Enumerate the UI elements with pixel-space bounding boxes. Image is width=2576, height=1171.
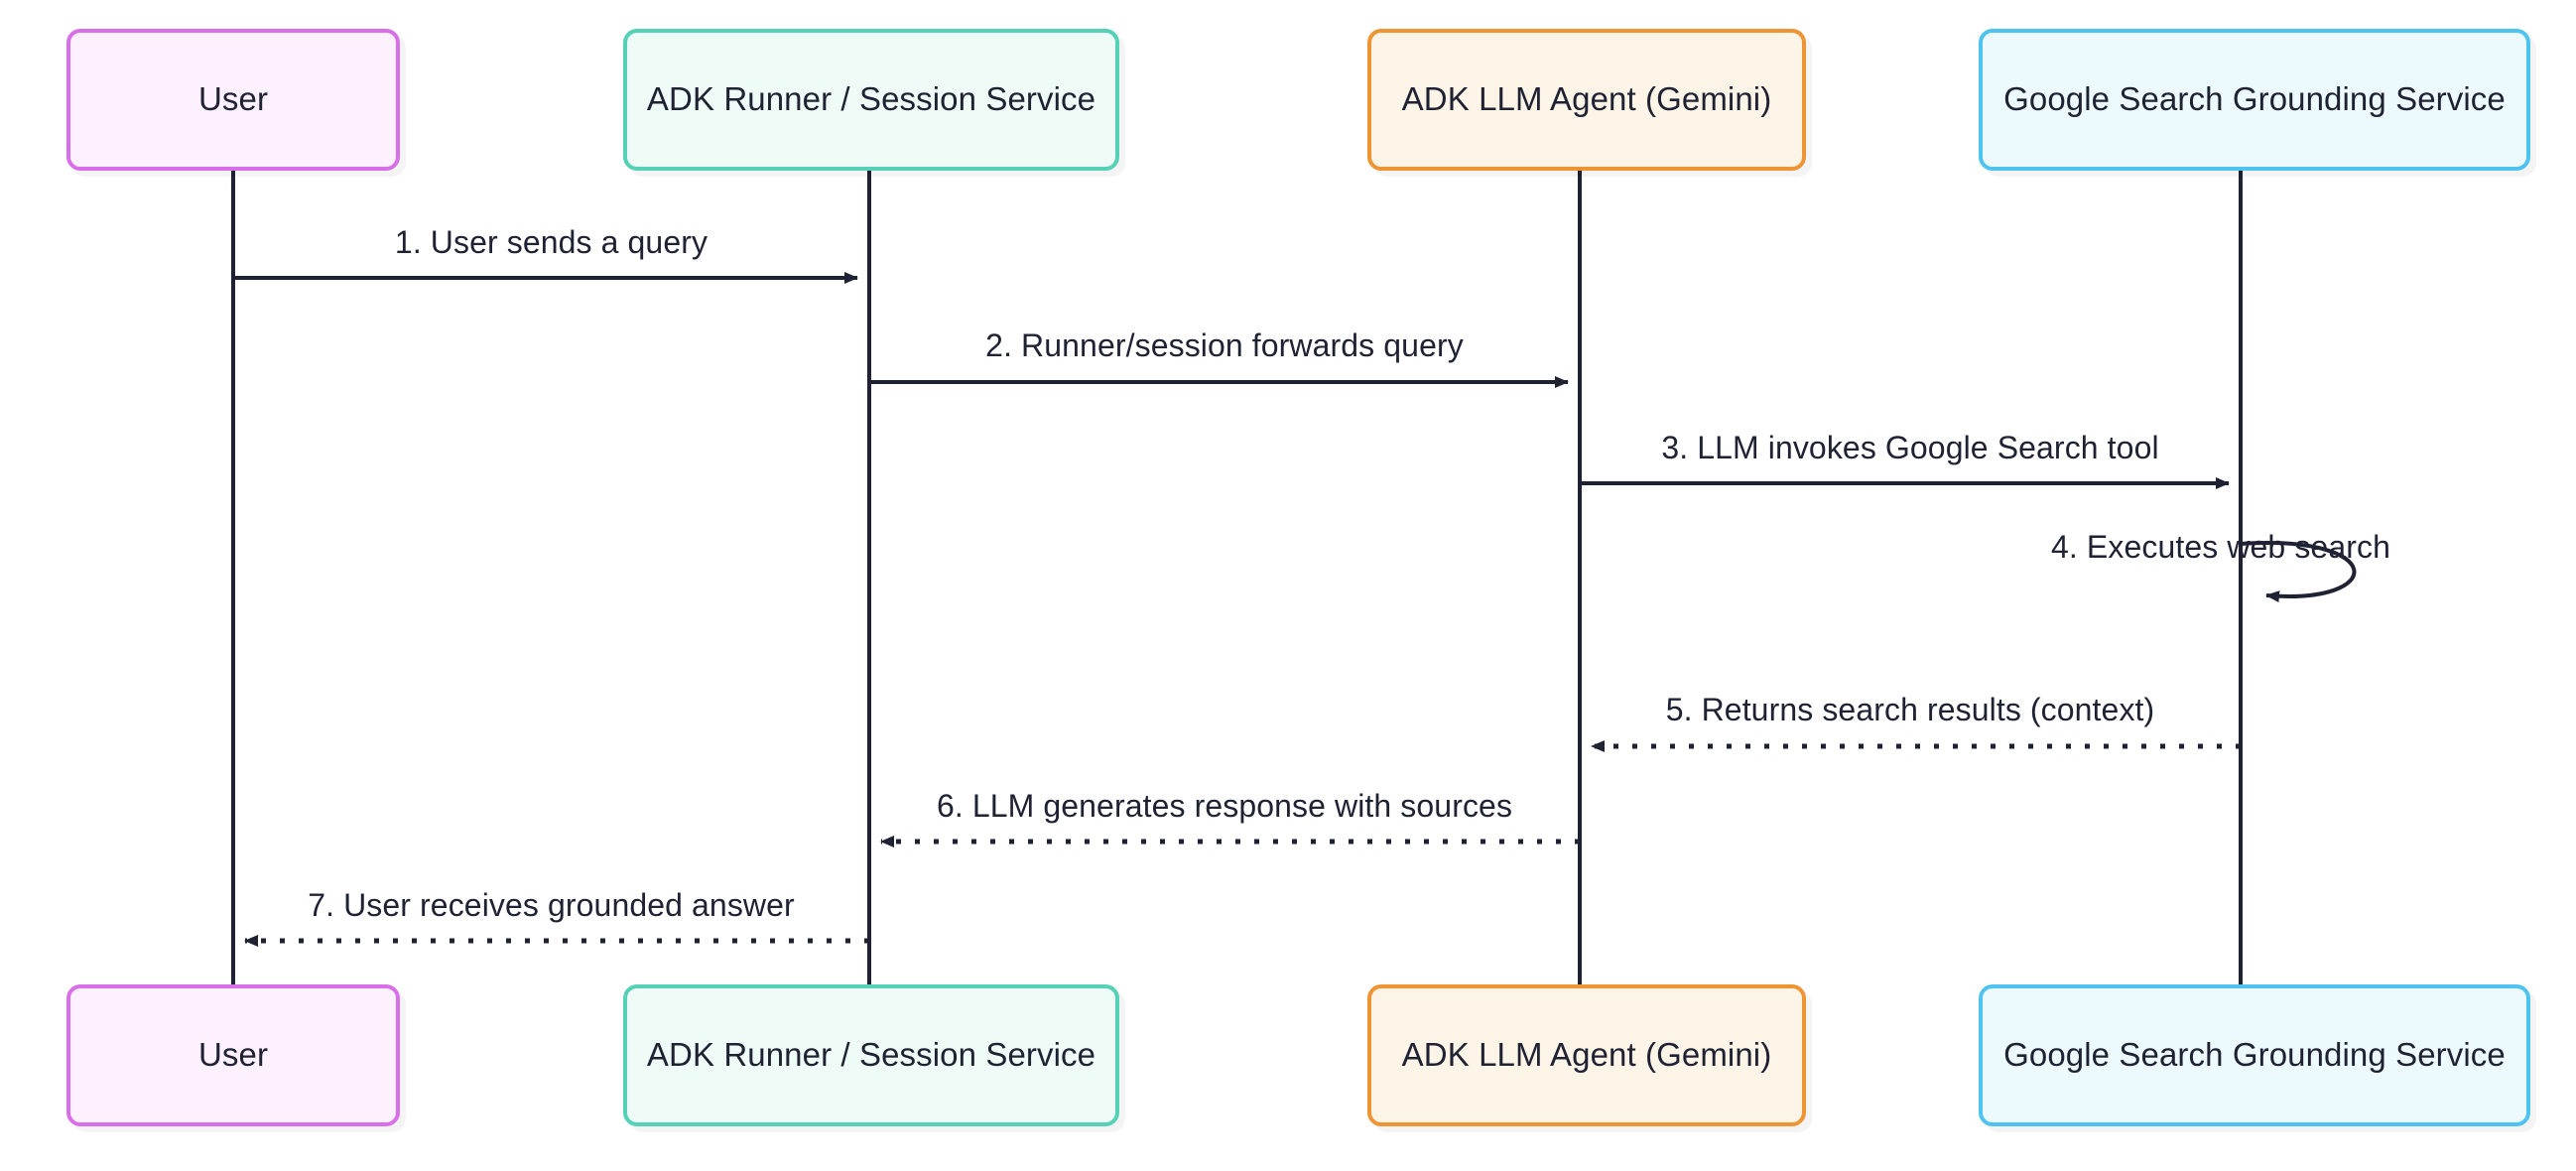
participant-label-runner: ADK Runner / Session Service	[646, 1036, 1096, 1074]
participant-label-search: Google Search Grounding Service	[2003, 80, 2506, 118]
message-label-1: 1. User sends a query	[394, 224, 708, 260]
message-arrow-4	[2240, 541, 2357, 603]
participant-label-runner: ADK Runner / Session Service	[646, 80, 1096, 118]
participant-label-search: Google Search Grounding Service	[2003, 1036, 2506, 1074]
participant-label-user: User	[197, 80, 269, 118]
participant-label-agent: ADK LLM Agent (Gemini)	[1401, 80, 1772, 118]
participant-box-user-top[interactable]: User	[66, 29, 400, 171]
message-arrow-group	[233, 272, 2357, 947]
message-label-3: 3. LLM invokes Google Search tool	[1661, 430, 2159, 465]
message-label-2: 2. Runner/session forwards query	[985, 327, 1464, 363]
participant-box-runner-bottom[interactable]: ADK Runner / Session Service	[623, 984, 1119, 1126]
message-label-5: 5. Returns search results (context)	[1665, 692, 2155, 727]
message-label-6: 6. LLM generates response with sources	[936, 788, 1513, 824]
participant-box-agent-bottom[interactable]: ADK LLM Agent (Gemini)	[1367, 984, 1806, 1126]
participant-box-runner-top[interactable]: ADK Runner / Session Service	[623, 29, 1119, 171]
message-label-7: 7. User receives grounded answer	[308, 887, 795, 923]
message-label-4: 4. Executes web search	[2051, 529, 2390, 565]
participant-label-agent: ADK LLM Agent (Gemini)	[1401, 1036, 1772, 1074]
lifeline-group	[231, 171, 2243, 984]
participant-box-search-top[interactable]: Google Search Grounding Service	[1979, 29, 2530, 171]
participant-box-search-bottom[interactable]: Google Search Grounding Service	[1979, 984, 2530, 1126]
participant-label-user: User	[197, 1036, 269, 1074]
participant-box-user-bottom[interactable]: User	[66, 984, 400, 1126]
participant-box-agent-top[interactable]: ADK LLM Agent (Gemini)	[1367, 29, 1806, 171]
